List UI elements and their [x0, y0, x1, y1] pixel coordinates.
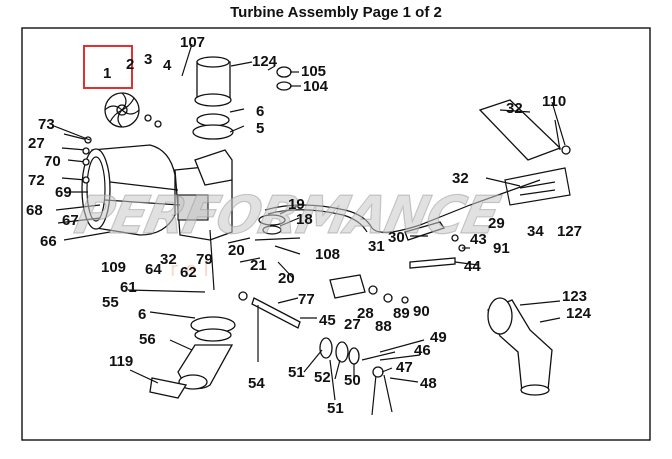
lower-elbow [149, 316, 236, 399]
vertical-shaft [209, 229, 301, 362]
callout-73[interactable]: 73 [38, 116, 55, 133]
callout-77[interactable]: 77 [298, 291, 315, 308]
watermark: PERFORMANCE [70, 186, 505, 246]
turbine-wheel [104, 92, 162, 128]
callout-31[interactable]: 31 [368, 238, 385, 255]
callout-4[interactable]: 4 [163, 57, 172, 74]
callout-2[interactable]: 2 [126, 56, 134, 73]
left-fasteners [55, 133, 111, 241]
callout-27-lower[interactable]: 27 [344, 316, 361, 333]
callout-47[interactable]: 47 [396, 359, 413, 376]
callout-19[interactable]: 19 [288, 196, 305, 213]
callout-62[interactable]: 62 [180, 264, 197, 281]
callout-69[interactable]: 69 [55, 184, 72, 201]
callout-6-lower[interactable]: 6 [138, 306, 146, 323]
callout-55[interactable]: 55 [102, 294, 119, 311]
leader-lines [53, 43, 566, 401]
callout-124-lower[interactable]: 124 [566, 305, 592, 322]
callout-108[interactable]: 108 [315, 246, 340, 263]
callout-45[interactable]: 45 [319, 312, 336, 329]
callout-119[interactable]: 119 [109, 353, 133, 370]
callout-32-mid[interactable]: 32 [452, 170, 469, 187]
callout-61[interactable]: 61 [120, 279, 137, 296]
callout-88[interactable]: 88 [375, 318, 392, 335]
callout-70[interactable]: 70 [44, 153, 61, 170]
callout-34[interactable]: 34 [527, 223, 544, 240]
diagram-title: Turbine Assembly Page 1 of 2 [230, 4, 442, 21]
callout-43[interactable]: 43 [470, 231, 487, 248]
callout-20-upper[interactable]: 20 [228, 242, 245, 259]
callout-56[interactable]: 56 [139, 331, 156, 348]
washer-stack [254, 214, 301, 241]
lever-arm [329, 274, 409, 304]
callout-46[interactable]: 46 [414, 342, 431, 359]
callout-66[interactable]: 66 [40, 233, 57, 250]
callout-32-lower[interactable]: 32 [160, 251, 177, 268]
callout-labels: 1 2 3 4 107 124 105 104 6 5 32 110 73 27… [26, 34, 592, 417]
callout-79[interactable]: 79 [196, 251, 213, 268]
callout-30[interactable]: 30 [388, 229, 405, 246]
callout-91[interactable]: 91 [493, 240, 510, 257]
callout-52[interactable]: 52 [314, 369, 331, 386]
callout-51-bottom[interactable]: 51 [327, 400, 344, 417]
callout-21[interactable]: 21 [250, 257, 267, 274]
callout-29[interactable]: 29 [488, 215, 505, 232]
part-drawings [55, 56, 571, 416]
callout-50[interactable]: 50 [344, 372, 361, 389]
callout-54[interactable]: 54 [248, 375, 265, 392]
callout-104[interactable]: 104 [303, 78, 329, 95]
callout-1[interactable]: 1 [103, 65, 111, 82]
turbine-housing [81, 144, 233, 241]
callout-51-left[interactable]: 51 [288, 364, 305, 381]
callout-109[interactable]: 109 [101, 259, 126, 276]
callout-20-lower[interactable]: 20 [278, 270, 295, 287]
callout-105[interactable]: 105 [301, 63, 326, 80]
callout-89[interactable]: 89 [393, 305, 410, 322]
callout-123[interactable]: 123 [562, 288, 587, 305]
callout-72[interactable]: 72 [28, 172, 45, 189]
callout-28[interactable]: 28 [357, 305, 374, 322]
callout-107[interactable]: 107 [180, 34, 205, 51]
callout-3[interactable]: 3 [144, 51, 152, 68]
upper-pipe [192, 56, 234, 140]
pulley-assembly [319, 337, 396, 416]
callout-68[interactable]: 68 [26, 202, 43, 219]
callout-6-top[interactable]: 6 [256, 103, 264, 120]
watermark-faint: r e l [170, 257, 209, 281]
callout-90[interactable]: 90 [413, 303, 430, 320]
callout-27-left[interactable]: 27 [28, 135, 45, 152]
callout-18[interactable]: 18 [296, 211, 313, 228]
callout-44[interactable]: 44 [464, 258, 481, 275]
callout-5[interactable]: 5 [256, 120, 264, 137]
callout-64[interactable]: 64 [145, 261, 162, 278]
callout-67[interactable]: 67 [62, 212, 79, 229]
diagram-frame [21, 27, 651, 441]
highlight-box [83, 45, 133, 89]
callout-110[interactable]: 110 [542, 93, 566, 110]
callout-124-top[interactable]: 124 [252, 53, 278, 70]
callout-49[interactable]: 49 [430, 329, 447, 346]
right-elbow [487, 297, 553, 396]
hose-clips [276, 66, 292, 91]
callout-48[interactable]: 48 [420, 375, 437, 392]
callout-32-top[interactable]: 32 [506, 100, 523, 117]
callout-127[interactable]: 127 [557, 223, 582, 240]
